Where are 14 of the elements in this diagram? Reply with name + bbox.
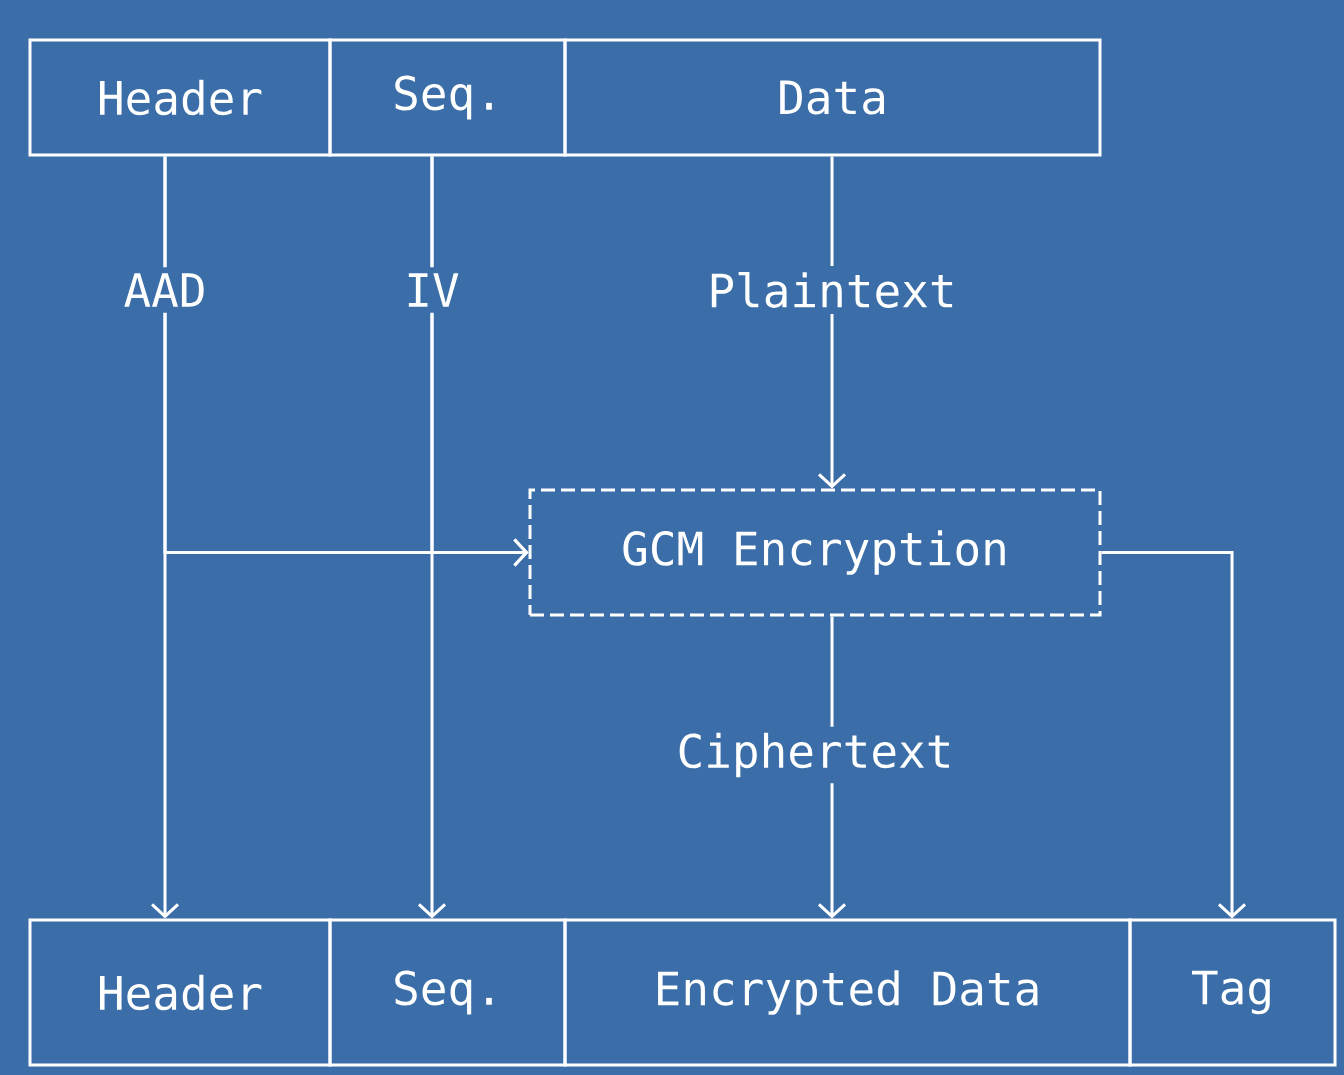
packet-field: Tag: [1128, 918, 1337, 1067]
packet-field: Header: [28, 38, 332, 157]
edge-label: IV: [398, 267, 466, 313]
packet-field: Encrypted Data: [563, 918, 1132, 1067]
packet-field: Seq.: [328, 38, 567, 157]
packet-field: Data: [563, 38, 1102, 157]
edge-label: Ciphertext: [670, 726, 960, 784]
edge-label: Plaintext: [701, 266, 963, 314]
packet-field: Header: [28, 918, 332, 1067]
arrow: [430, 156, 529, 567]
packet-field: Seq.: [328, 918, 567, 1067]
process-box: GCM Encryption: [528, 488, 1102, 617]
edge-label: AAD: [117, 267, 213, 313]
arrow: [1101, 551, 1247, 919]
